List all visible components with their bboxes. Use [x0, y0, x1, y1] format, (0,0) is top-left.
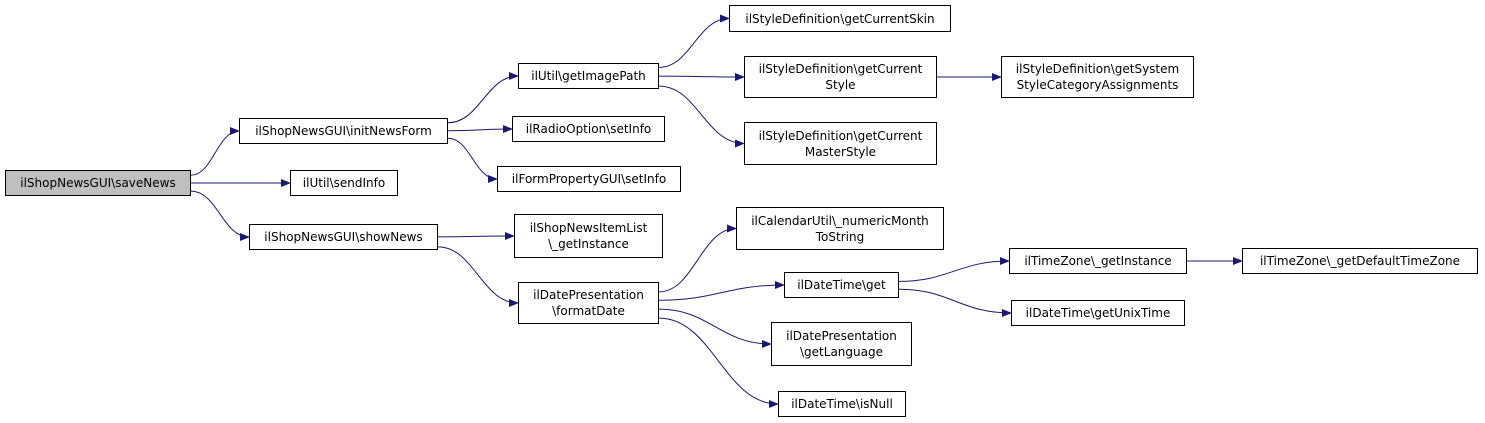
node-label: ilStyleDefinition\getCurrentSkin [745, 11, 935, 26]
node-label: ilUtil\getImagePath [531, 69, 646, 83]
node-news-item-list[interactable]: ilShopNewsItemList \_getInstance [514, 214, 663, 258]
node-label: ilStyleDefinition\getSystem StyleCategor… [1015, 62, 1180, 92]
node-label: ilFormPropertyGUI\setInfo [511, 172, 667, 186]
node-get-language[interactable]: ilDatePresentation \getLanguage [771, 322, 912, 366]
node-label: ilRadioOption\setInfo [525, 122, 652, 136]
node-get-unix-time[interactable]: ilDateTime\getUnixTime [1011, 300, 1185, 326]
node-is-null[interactable]: ilDateTime\isNull [778, 391, 906, 417]
edge-save_news-to-init_news_form [190, 127, 240, 176]
node-default-timezone[interactable]: ilTimeZone\_getDefaultTimeZone [1242, 248, 1478, 274]
edge-init_news_form-to-form_prop_set_info [447, 137, 498, 183]
node-label: ilDatePresentation \formatDate [533, 288, 644, 318]
node-label: ilDateTime\get [797, 278, 886, 292]
node-get-current-style[interactable]: ilStyleDefinition\getCurrent Style [744, 56, 937, 98]
node-label: ilStyleDefinition\getCurrent MasterStyle [758, 128, 923, 159]
edge-show_news-to-format_date [437, 246, 519, 307]
node-label: ilDateTime\getUnixTime [1025, 306, 1171, 320]
node-label: ilShopNewsGUI\initNewsForm [255, 124, 432, 138]
node-numeric-month[interactable]: ilCalendarUtil\_numericMonth ToString [736, 207, 944, 250]
node-init-news-form[interactable]: ilShopNewsGUI\initNewsForm [239, 118, 448, 144]
node-get-current-master-style[interactable]: ilStyleDefinition\getCurrent MasterStyle [744, 122, 937, 165]
node-show-news[interactable]: ilShopNewsGUI\showNews [249, 224, 438, 250]
node-label: ilCalendarUtil\_numericMonth ToString [751, 213, 929, 244]
node-label: ilShopNewsGUI\saveNews [20, 176, 176, 190]
edge-format_date-to-datetime_get [658, 281, 785, 301]
edge-datetime_get-to-tz_get_instance [898, 257, 1010, 282]
node-label: ilStyleDefinition\getCurrent Style [758, 62, 923, 92]
node-get-image-path[interactable]: ilUtil\getImagePath [518, 63, 659, 89]
edge-get_image_path-to-get_current_master_style [658, 85, 745, 148]
edge-format_date-to-get_language [658, 308, 772, 348]
node-tz-get-instance[interactable]: ilTimeZone\_getInstance [1009, 248, 1187, 274]
node-label: ilShopNewsItemList \_getInstance [529, 221, 648, 251]
edge-format_date-to-is_null [658, 317, 779, 408]
node-radio-set-info[interactable]: ilRadioOption\setInfo [512, 116, 665, 142]
node-get-system-style[interactable]: ilStyleDefinition\getSystem StyleCategor… [1001, 56, 1194, 98]
edge-datetime_get-to-get_unix_time [898, 288, 1012, 317]
node-label: ilDatePresentation \getLanguage [786, 329, 897, 359]
node-send-info[interactable]: ilUtil\sendInfo [290, 170, 398, 196]
node-datetime-get[interactable]: ilDateTime\get [784, 272, 899, 298]
edge-show_news-to-news_item_list [437, 232, 515, 241]
node-format-date[interactable]: ilDatePresentation \formatDate [518, 282, 659, 324]
node-label: ilDateTime\isNull [791, 397, 893, 411]
node-form-property-set-info[interactable]: ilFormPropertyGUI\setInfo [497, 166, 681, 192]
edge-init_news_form-to-radio_set_info [447, 125, 513, 134]
edge-save_news-to-show_news [190, 190, 250, 241]
node-label: ilShopNewsGUI\showNews [264, 230, 423, 244]
node-label: ilTimeZone\_getDefaultTimeZone [1259, 254, 1461, 268]
edge-get_image_path-to-get_current_skin [658, 14, 730, 68]
edge-init_news_form-to-get_image_path [447, 72, 519, 124]
node-label: ilUtil\sendInfo [302, 176, 386, 190]
node-get-current-skin[interactable]: ilStyleDefinition\getCurrentSkin [729, 5, 951, 32]
node-save-news[interactable]: ilShopNewsGUI\saveNews [5, 170, 191, 196]
node-label: ilTimeZone\_getInstance [1024, 254, 1172, 268]
edge-format_date-to-numeric_month [658, 224, 737, 293]
edge-get_image_path-to-get_current_style [658, 72, 745, 81]
